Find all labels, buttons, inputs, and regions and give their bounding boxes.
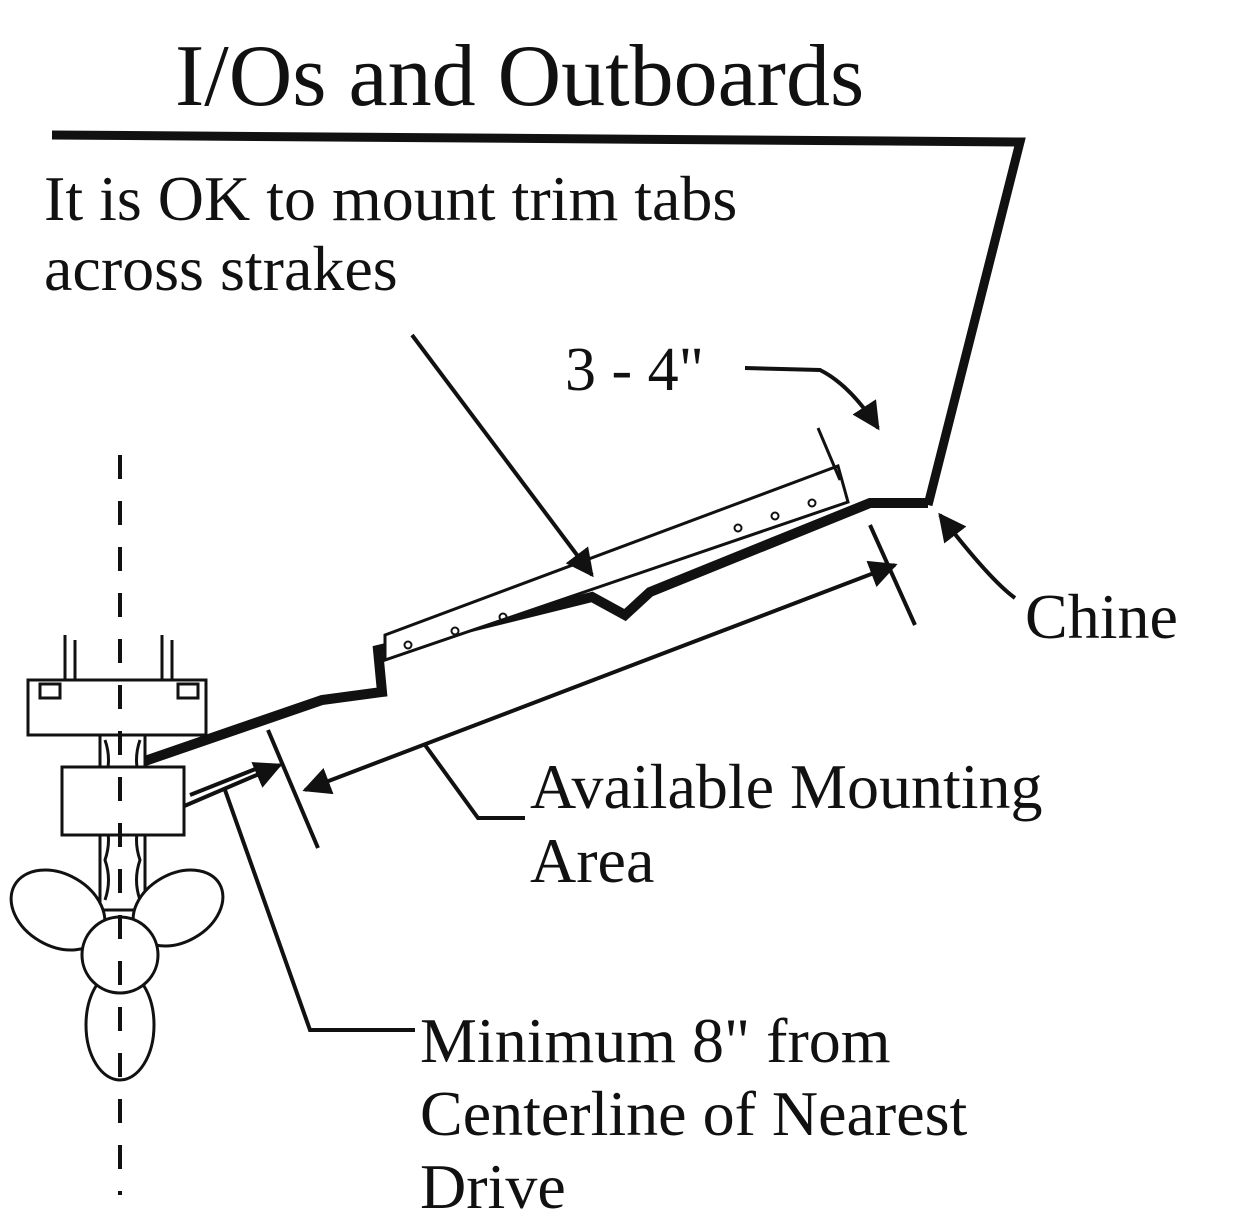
dimension-tick	[816, 427, 842, 481]
mounting-area-line-2: Area	[530, 825, 654, 896]
note-leader-arrow	[410, 333, 594, 578]
dimension-leader-arrow	[744, 366, 880, 431]
minimum-line-1: Minimum 8" from	[420, 1005, 891, 1076]
hull-bottom	[140, 498, 928, 767]
mounting-area-line-1: Available Mounting	[530, 751, 1043, 822]
minimum-line-3: Drive	[420, 1151, 566, 1221]
note-line-2: across strakes	[44, 233, 398, 304]
outdrive-unit	[9, 635, 225, 1082]
note-line-1: It is OK to mount trim tabs	[44, 163, 737, 234]
mounting-leader	[423, 743, 525, 820]
minimum-leader	[223, 789, 415, 1032]
extension-line-left	[266, 729, 320, 849]
trim-tab	[383, 464, 850, 663]
mounting-area-arrow	[302, 560, 898, 795]
chine-leader-arrow	[938, 512, 1017, 600]
dimension-label: 3 - 4"	[565, 336, 704, 404]
chine-label: Chine	[1025, 581, 1178, 652]
transom-outline	[51, 130, 1026, 507]
diagram-title: I/Os and Outboards	[175, 28, 864, 125]
extension-line-right	[868, 524, 917, 626]
minimum-line-2: Centerline of Nearest	[420, 1078, 968, 1149]
